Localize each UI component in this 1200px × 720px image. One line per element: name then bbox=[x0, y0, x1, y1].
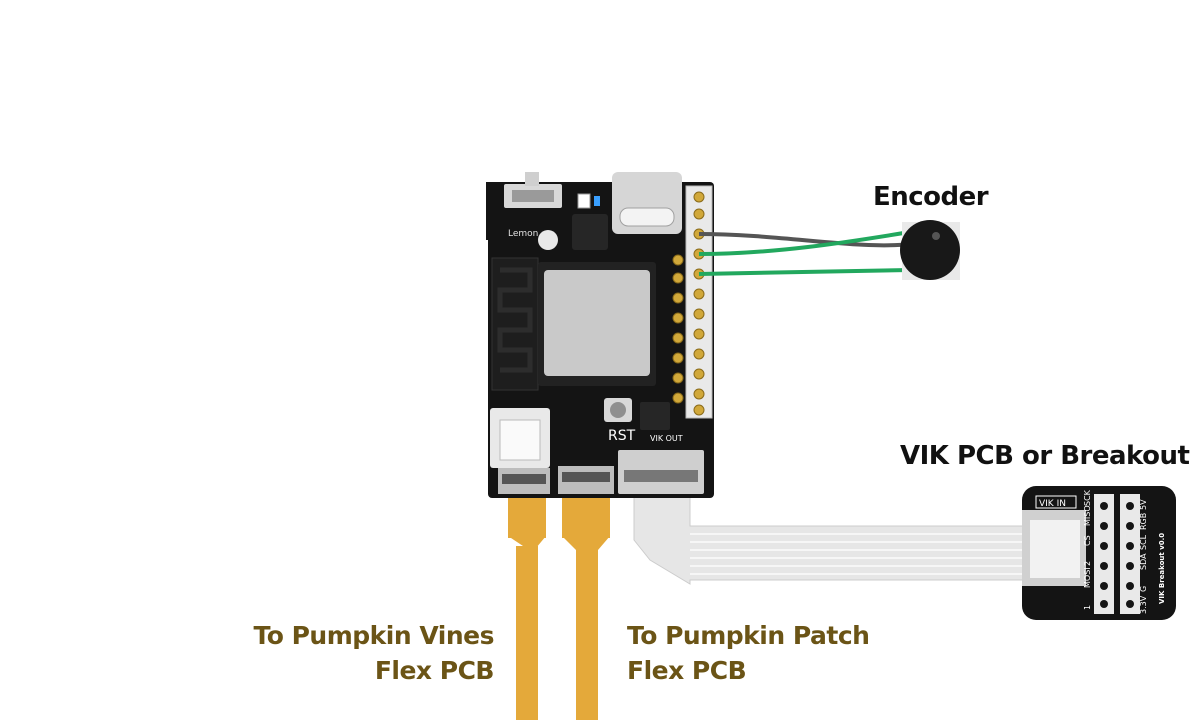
breakout-pin-label: SCL bbox=[1139, 534, 1148, 550]
breakout-pin-label: RGB bbox=[1139, 513, 1148, 530]
breakout-pin-label: SDA bbox=[1139, 553, 1148, 570]
brand-label: Lemon bbox=[508, 229, 538, 239]
vik-out-label: VIK OUT bbox=[650, 434, 683, 443]
encoder-label: Encoder bbox=[873, 182, 989, 212]
module-shield bbox=[544, 270, 650, 376]
flex-pcb-vines bbox=[508, 498, 546, 720]
breakout-pin-label: 1 bbox=[1083, 605, 1092, 610]
encoder-wires bbox=[698, 230, 911, 276]
usb-chip bbox=[572, 214, 608, 250]
ribbon-cable bbox=[633, 491, 1031, 585]
vines-label-line2: Flex PCB bbox=[374, 656, 495, 685]
vik-breakout-board: VIK IN bbox=[1022, 486, 1176, 620]
flex-pcb-patch bbox=[562, 498, 610, 720]
vik-in-label: VIK IN bbox=[1039, 499, 1066, 509]
encoder-knob bbox=[900, 220, 960, 280]
breakout-pin-label: MISO bbox=[1083, 505, 1092, 526]
breakout-pin-label: SCK bbox=[1083, 489, 1092, 506]
pin-header bbox=[685, 185, 713, 419]
breakout-pin-label: 3.3V bbox=[1139, 595, 1148, 614]
main-board: RST VIK OUT Lemon bbox=[486, 172, 714, 498]
breakout-pin-label: CS bbox=[1083, 535, 1092, 546]
encoder bbox=[900, 220, 960, 280]
patch-label-line2: Flex PCB bbox=[627, 656, 747, 685]
breakout-title: VIK Breakout v0.0 bbox=[1158, 533, 1166, 604]
vik-label: VIK PCB or Breakout bbox=[900, 441, 1190, 471]
breakout-pin-label: G bbox=[1139, 586, 1148, 592]
vines-label-line1: To Pumpkin Vines bbox=[253, 621, 495, 650]
patch-label-line1: To Pumpkin Patch bbox=[627, 621, 870, 650]
breakout-pin-label: 5V bbox=[1139, 499, 1148, 510]
breakout-pin-label: 2 bbox=[1083, 561, 1092, 566]
reset-label: RST bbox=[608, 428, 636, 444]
breakout-pin-label: MOSI bbox=[1083, 567, 1092, 588]
